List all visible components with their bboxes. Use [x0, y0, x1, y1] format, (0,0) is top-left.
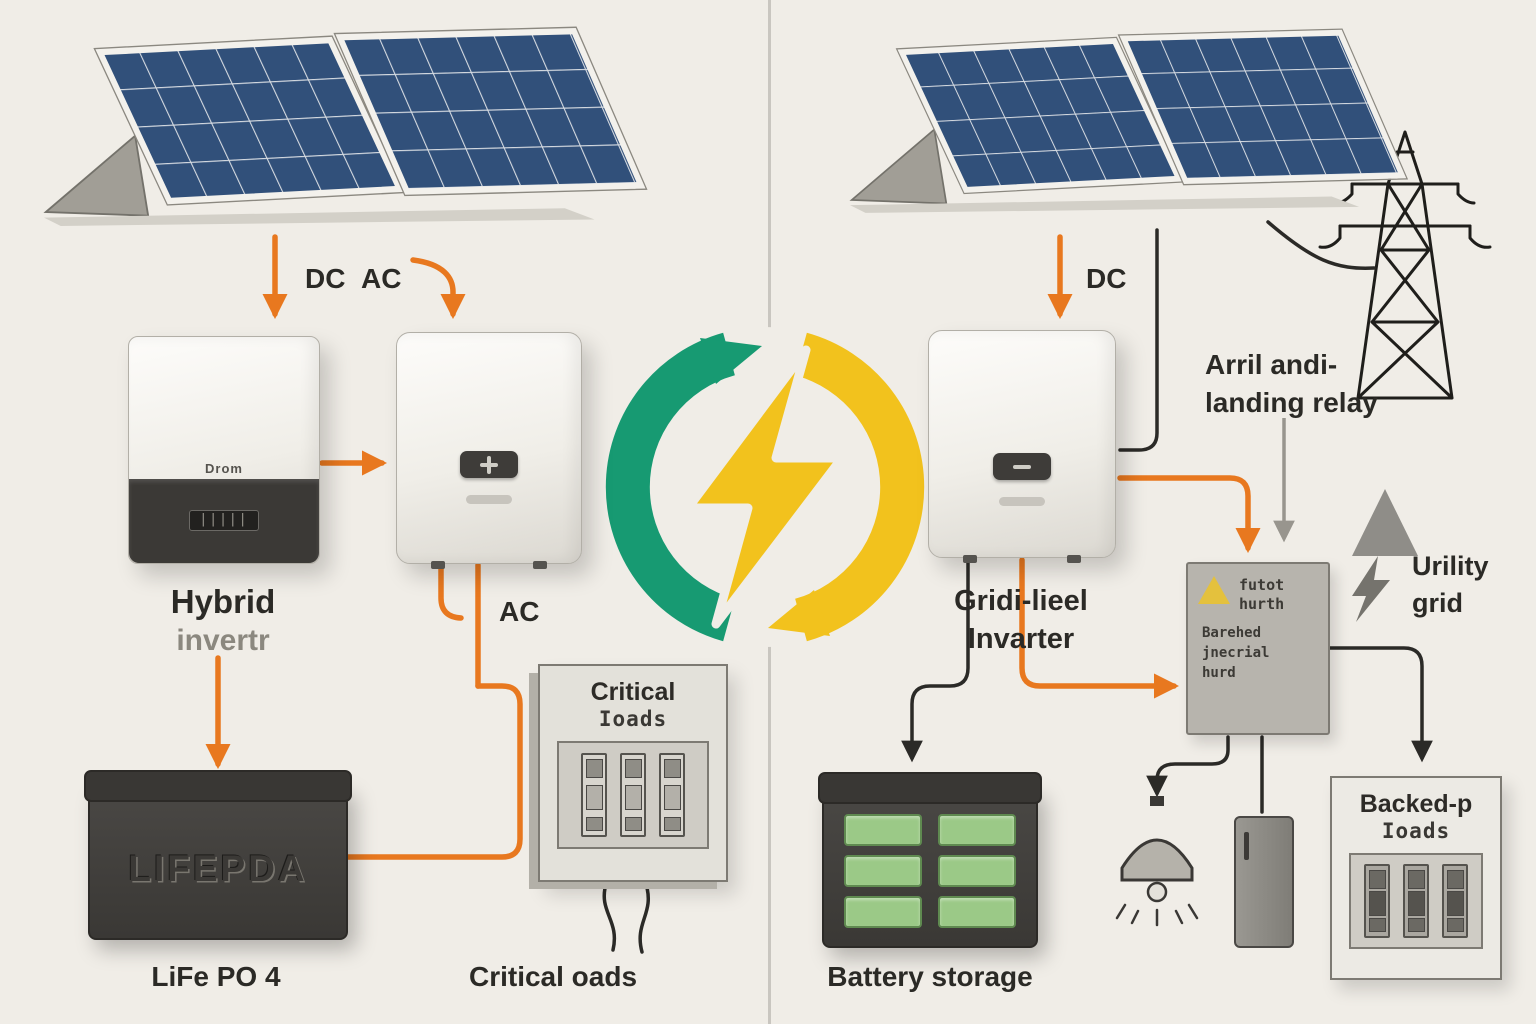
breaker-panel	[557, 741, 709, 849]
dc-label-right: DC	[1086, 263, 1127, 294]
inverter-foot	[533, 561, 547, 569]
inverter-display: |||||	[189, 510, 259, 531]
energy-logo-icon	[605, 327, 925, 647]
battery-caption-right: Battery storage	[827, 961, 1033, 992]
ac-label-left-mid: AC	[499, 596, 540, 627]
backed-loads-title-2: Ioads	[1381, 819, 1451, 843]
inverter-foot	[963, 555, 977, 563]
ac-inverter-unit	[396, 332, 582, 569]
battery-cell	[938, 814, 1016, 846]
relay-text-line-4: jnecrial	[1202, 644, 1270, 661]
inverter-vent-slot	[466, 495, 512, 504]
battery-lid	[84, 770, 352, 802]
battery-cell	[844, 896, 922, 928]
solar-array-left-icon	[44, 26, 647, 226]
critical-loads-title-2: Ioads	[598, 707, 668, 731]
breaker-switch	[1364, 864, 1390, 938]
inverter-foot	[1067, 555, 1081, 563]
breaker-switch	[620, 753, 646, 837]
relay-text-line-5: hurd	[1202, 665, 1236, 682]
battery-cell	[844, 814, 922, 846]
relay-text-line-2: hurth	[1239, 594, 1285, 613]
backed-loads-title-1: Backed-p	[1359, 790, 1473, 818]
battery-storage-unit	[818, 772, 1042, 948]
inverter-vent-slot	[999, 497, 1045, 506]
breaker-switch	[1442, 864, 1468, 938]
inverter-button-icon	[993, 453, 1051, 480]
critical-loads-panel: Critical Ioads	[538, 664, 728, 882]
fridge-handle	[1244, 832, 1249, 860]
battery-cell	[844, 855, 922, 887]
hybrid-inverter-title-1: Hybrid	[170, 583, 276, 620]
critical-loads-caption: Critical oads	[468, 961, 638, 992]
relay-text-line-1: futot	[1239, 576, 1285, 594]
utility-grid-label-1: Urility	[1412, 551, 1489, 581]
inverter-foot	[431, 561, 445, 569]
black-wiring	[602, 220, 1433, 954]
backed-up-loads-panel: Backed-p Ioads	[1330, 776, 1502, 980]
relay-text-line-3: Barehed	[1202, 624, 1262, 641]
utility-grid-label-2: grid	[1412, 588, 1463, 618]
dc-label-left: DC	[305, 263, 346, 294]
breaker-panel	[1349, 853, 1483, 949]
utility-grid-icon	[1352, 489, 1418, 622]
lamp-icon	[1115, 796, 1199, 927]
inverter-control-section: |||||	[129, 479, 319, 563]
relay-note-line-2: landing relay	[1205, 387, 1378, 418]
grid-inverter-title-2: Invarter	[967, 623, 1075, 655]
fridge-icon	[1234, 816, 1294, 948]
transmission-tower-icon	[1318, 130, 1492, 400]
lifepo4-battery: LIFEPDA	[84, 770, 352, 940]
solar-array-right-icon	[850, 28, 1407, 213]
battery-embossed-text: LIFEPDA	[128, 848, 308, 889]
ac-label-left-top: AC	[361, 263, 402, 294]
inverter-button-icon	[460, 451, 518, 478]
battery-lid	[818, 772, 1042, 804]
orange-wiring	[205, 234, 1261, 860]
breaker-switch	[659, 753, 685, 837]
hybrid-inverter-unit: Drom |||||	[128, 336, 320, 564]
battery-cell	[938, 855, 1016, 887]
inverter-brand-label: Drom	[205, 461, 243, 476]
lightning-bolt-icon	[683, 345, 847, 629]
relay-note-line-1: Arril andi-	[1205, 349, 1338, 380]
battery-cells	[844, 814, 1016, 928]
anti-islanding-relay-box: futot hurth Barehed jnecrial hurd	[1186, 562, 1330, 735]
breaker-switch	[581, 753, 607, 837]
warning-triangle-icon	[1198, 576, 1230, 604]
battery-caption-left: LiFe PO 4	[151, 961, 281, 992]
grid-tied-inverter-unit	[928, 330, 1116, 563]
battery-cell	[938, 896, 1016, 928]
grid-inverter-title-1: Gridi-lieel	[954, 585, 1088, 617]
hybrid-inverter-title-2: invertr	[176, 624, 270, 657]
breaker-switch	[1403, 864, 1429, 938]
critical-loads-title-1: Critical	[590, 678, 676, 706]
